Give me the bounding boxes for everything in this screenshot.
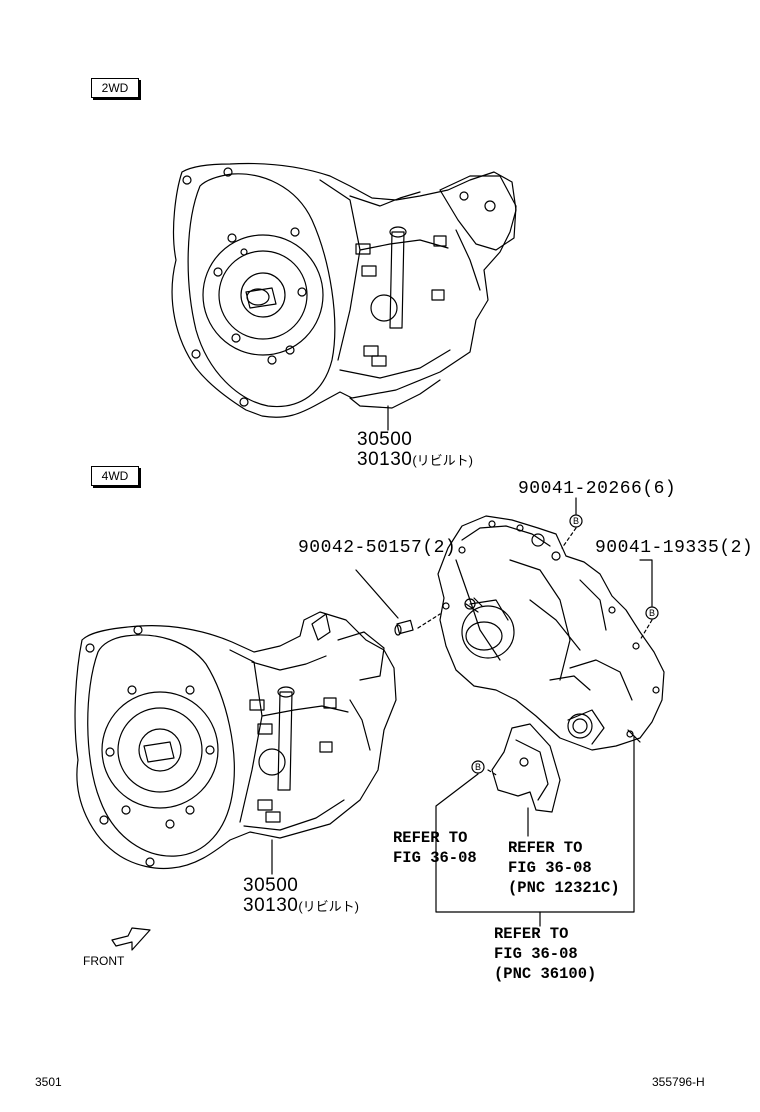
- page-code: 3501: [35, 1075, 62, 1089]
- bolt-part-number-top: 90041-20266(6): [518, 479, 677, 499]
- callout-b-right-letter: B: [649, 608, 655, 618]
- rebuilt-part-2wd: 30130(リビルト): [357, 450, 473, 469]
- reference-middle: REFER TO FIG 36-08 (PNC 12321C): [508, 838, 620, 898]
- reference-bottom-line2: FIG 36-08: [494, 945, 578, 963]
- part-number-2wd: 30500: [357, 429, 413, 450]
- reference-middle-line1: REFER TO: [508, 839, 583, 857]
- reference-left-line1: REFER TO: [393, 829, 468, 847]
- transmission-4wd-drawing: [74, 611, 397, 870]
- rebuilt-part-number-2wd: 30130: [357, 449, 413, 470]
- reference-middle-line2: FIG 36-08: [508, 859, 592, 877]
- rebuilt-part-number-4wd: 30130: [243, 895, 299, 916]
- reference-middle-line3: (PNC 12321C): [508, 879, 620, 897]
- rebuilt-part-4wd: 30130(リビルト): [243, 896, 359, 915]
- bolt-part-number-right: 90041-19335(2): [595, 538, 754, 558]
- reference-left-line2: FIG 36-08: [393, 849, 477, 867]
- callout-b-right: [645, 606, 659, 620]
- callout-b-top-letter: B: [573, 516, 579, 526]
- front-arrow-icon: [111, 927, 151, 951]
- callout-b-left-letter: B: [475, 762, 481, 772]
- transfer-case-drawing: [437, 515, 665, 751]
- drawing-number: 355796-H: [652, 1075, 705, 1089]
- reference-bottom-line1: REFER TO: [494, 925, 569, 943]
- part-number-4wd: 30500: [243, 875, 299, 896]
- pin-part-number: 90042-50157(2): [298, 538, 457, 558]
- callout-b-left: [471, 760, 485, 774]
- transmission-2wd-drawing: [171, 162, 517, 418]
- variant-tag-2wd: 2WD: [91, 78, 139, 98]
- reference-bottom: REFER TO FIG 36-08 (PNC 36100): [494, 924, 596, 984]
- pin-drawing: [394, 619, 414, 636]
- rebuilt-note-2wd: (リビルト): [412, 453, 474, 468]
- variant-tag-4wd: 4WD: [91, 466, 139, 486]
- front-label: FRONT: [83, 954, 125, 968]
- reference-left: REFER TO FIG 36-08: [393, 828, 477, 868]
- reference-bottom-line3: (PNC 36100): [494, 965, 597, 983]
- bracket-drawing: [491, 723, 561, 813]
- rebuilt-note-4wd: (リビルト): [298, 899, 360, 914]
- callout-b-top: [569, 514, 583, 528]
